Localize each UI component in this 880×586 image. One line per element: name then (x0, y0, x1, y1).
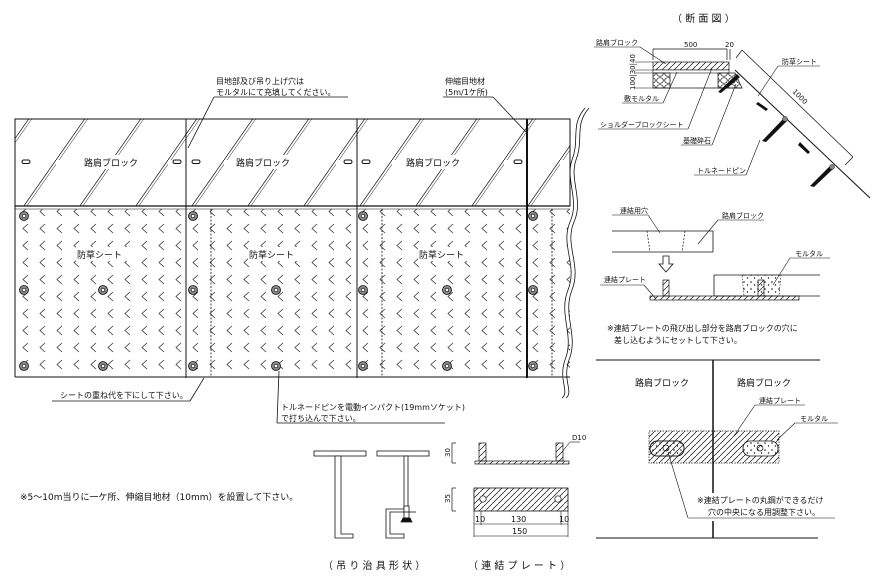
callout-tornado-pin: トルネードピンを電動インパクト(19mmソケット) で打ち込んで下さい。 (276, 370, 465, 424)
dim-500: 500 (684, 41, 697, 49)
svg-text:モルタルにて充填してください。: モルタルにて充填してください。 (216, 87, 336, 97)
block-label-1: 路肩ブロック (84, 157, 138, 169)
lifting-holes (21, 159, 523, 164)
cd-note-line-2: 差し込むようにセットして下さい。 (614, 335, 742, 345)
connection-plate: 30 D10 35 10 130 10 150 （ 連 結 プ レ ー ト ） (444, 434, 586, 572)
expansion-note: ※5～10m当りに一ケ所、伸縮目地材（10mm）を設置して下さい。 (20, 491, 298, 503)
dim-35: 35 (444, 494, 452, 503)
cd-block-label: 路肩ブロック (722, 211, 764, 220)
dim-10-left: 10 (475, 515, 485, 524)
cs-label-shoulder-sheet: ショルダーブロックシート (600, 120, 684, 129)
plan-view: 路肩ブロック 路肩ブロック 路肩ブロック 防草シート 防草シート 防草シート (14, 76, 590, 503)
svg-text:トルネードピンを電動インパクト(19mmソケット): トルネードピンを電動インパクト(19mmソケット) (281, 403, 465, 412)
dim-130: 130 (511, 515, 526, 524)
cs-label-base-gravel: 基礎砕石 (683, 136, 711, 145)
cd-plate-label: 連結プレート (604, 275, 646, 284)
jp-right-block: 路肩ブロック (737, 377, 791, 389)
cs-label-mortar: 敷モルタル (624, 94, 659, 103)
tornado-pins (19, 211, 538, 371)
down-arrow-icon (658, 255, 674, 273)
block-label-2: 路肩ブロック (236, 157, 290, 169)
jp-note-line-2: 穴の中央になる用調整下さい。 (708, 507, 820, 517)
svg-text:(5m/1ケ所): (5m/1ケ所) (445, 87, 488, 97)
lifting-jig: （ 吊 り 治 具 形 状 ） (313, 450, 430, 572)
dim-30: 30 (444, 448, 452, 457)
dim-20: 20 (725, 41, 734, 49)
svg-text:で打ち込んで下さい。: で打ち込んで下さい。 (281, 413, 361, 423)
jp-left-block: 路肩ブロック (635, 377, 689, 389)
jp-mortar-label: モルタル (800, 414, 828, 423)
cs-label-tornado-pin: トルネードピン (697, 167, 746, 175)
callout-sheet-overlap: シートの重ね代を下にして下さい。 (52, 377, 205, 402)
svg-text:伸縮目地材: 伸縮目地材 (445, 76, 485, 86)
svg-text:目地部及び吊り上げ穴は: 目地部及び吊り上げ穴は (216, 76, 304, 86)
connection-plate-caption: （ 連 結 プ レ ー ト ） (468, 559, 570, 572)
callout-joint-fill: 目地部及び吊り上げ穴は モルタルにて充填してください。 (187, 76, 348, 149)
dim-d10: D10 (572, 434, 586, 442)
cd-mortar-label: モルタル (795, 249, 823, 258)
weed-sheet-area (15, 209, 570, 377)
sheet-label-2: 防草シート (249, 249, 294, 261)
callout-expansion-joint: 伸縮目地材 (5m/1ケ所) (443, 76, 527, 133)
svg-text:シートの重ね代を下にして下さい。: シートの重ね代を下にして下さい。 (60, 390, 188, 400)
lifting-jig-caption: （ 吊 り 治 具 形 状 ） (323, 559, 425, 572)
cd-note-line-1: ※連結プレートの飛び出し部分を路肩ブロックの穴に (607, 323, 798, 333)
jp-plate-label: 連結プレート (759, 396, 801, 405)
cross-section-title: （ 断 面 図 ） (672, 12, 735, 25)
dim-10-right: 10 (559, 515, 569, 524)
dim-150: 150 (512, 527, 527, 536)
cd-hole-label: 連結用穴 (620, 206, 648, 215)
sheet-label-3: 防草シート (419, 249, 464, 261)
slope-pins (718, 74, 835, 187)
sheet-label-1: 防草シート (77, 249, 122, 261)
dim-heights: 100|30|40 (629, 54, 637, 90)
connection-detail: 連結用穴 路肩ブロック 連結プレート モルタル ※連結プレートの飛び出し部分を路… (600, 206, 830, 345)
cs-label-weed-sheet: 防草シート (782, 57, 817, 66)
joint-plan: 路肩ブロック 路肩ブロック 連結プレート モルタル ※連結プレートの丸鋼ができる… (596, 359, 846, 539)
break-line (561, 107, 586, 399)
jp-note-line-1: ※連結プレートの丸鋼ができるだけ (697, 495, 824, 505)
cs-label-block: 路肩ブロック (596, 38, 638, 47)
block-label-3: 路肩ブロック (406, 157, 460, 169)
